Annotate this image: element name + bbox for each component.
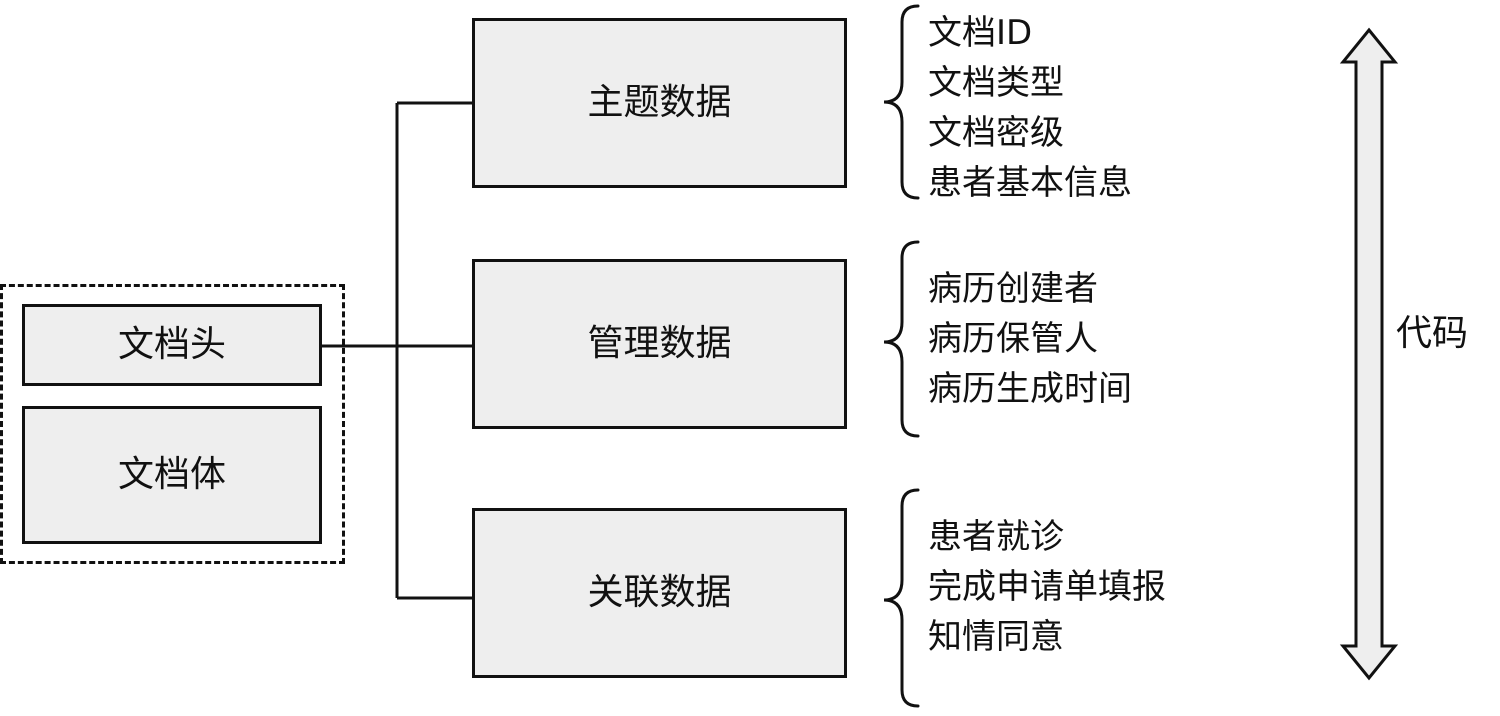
document-header-label: 文档头 [117, 324, 226, 365]
document-body-box: 文档体 [22, 406, 322, 544]
brace-related-icon [883, 488, 920, 708]
code-label: 代码 [1396, 313, 1469, 354]
brace-subject-icon [883, 4, 920, 200]
list-item: 文档ID [928, 13, 1033, 53]
management-data-box: 管理数据 [472, 259, 847, 429]
subject-data-box: 主题数据 [472, 18, 847, 188]
document-container [0, 284, 345, 564]
management-data-items: 病历创建者 病历保管人 病历生成时间 [928, 264, 1132, 414]
list-item: 文档类型 [928, 63, 1064, 103]
list-item: 完成申请单填报 [928, 567, 1166, 607]
related-data-items: 患者就诊 完成申请单填报 知情同意 [928, 512, 1166, 662]
management-data-label: 管理数据 [587, 323, 732, 364]
list-item: 文档密级 [928, 113, 1064, 153]
document-header-box: 文档头 [22, 304, 322, 386]
list-item: 病历保管人 [928, 319, 1098, 359]
list-item: 病历生成时间 [928, 369, 1132, 409]
brace-management-icon [883, 240, 920, 438]
list-item: 患者基本信息 [928, 163, 1132, 203]
subject-data-items: 文档ID 文档类型 文档密级 患者基本信息 [928, 8, 1132, 208]
list-item: 病历创建者 [928, 269, 1098, 309]
subject-data-label: 主题数据 [587, 82, 732, 123]
related-data-box: 关联数据 [472, 508, 847, 678]
list-item: 知情同意 [928, 617, 1064, 657]
document-body-label: 文档体 [117, 454, 226, 495]
double-arrow-icon [1339, 27, 1399, 681]
related-data-label: 关联数据 [587, 572, 732, 613]
list-item: 患者就诊 [928, 517, 1064, 557]
